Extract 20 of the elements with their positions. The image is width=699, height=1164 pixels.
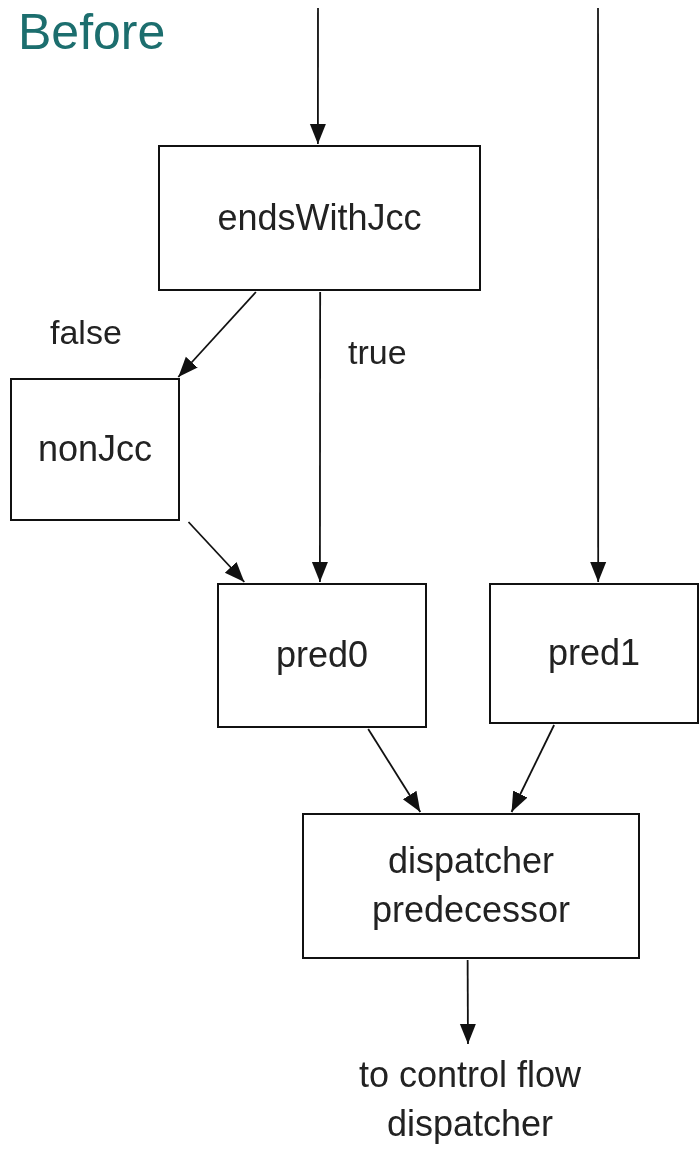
arrow bbox=[309, 7, 326, 145]
arrow bbox=[590, 7, 607, 583]
process-box bbox=[302, 813, 640, 959]
arrow bbox=[510, 724, 555, 813]
arrow bbox=[367, 728, 422, 813]
arrow bbox=[459, 959, 476, 1045]
box-text: pred1 bbox=[547, 631, 641, 676]
text-label: to control flow dispatcher bbox=[357, 1053, 583, 1146]
process-box bbox=[10, 378, 180, 521]
box-text: nonJcc bbox=[37, 427, 153, 472]
box-text: pred0 bbox=[275, 633, 369, 678]
process-box bbox=[489, 583, 699, 724]
box-text: dispatcher predecessor bbox=[370, 839, 572, 932]
title: Before bbox=[18, 3, 166, 62]
arrow bbox=[187, 521, 246, 583]
process-box bbox=[158, 145, 481, 291]
process-box bbox=[217, 583, 427, 728]
box-text: endsWithJcc bbox=[217, 195, 422, 240]
arrow bbox=[311, 291, 328, 583]
arrow bbox=[177, 291, 257, 378]
